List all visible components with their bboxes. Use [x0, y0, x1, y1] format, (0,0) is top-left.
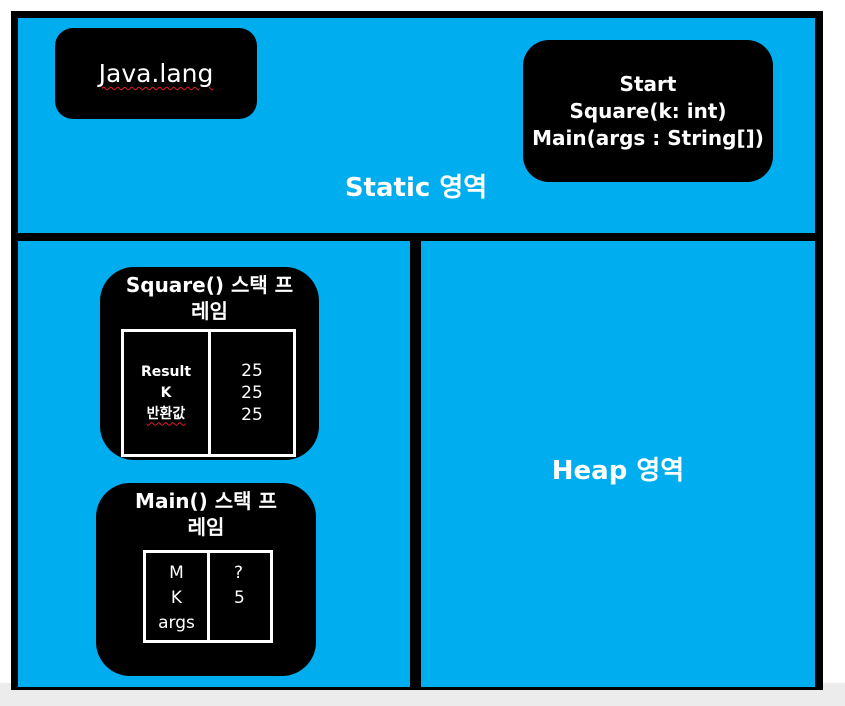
var-result: Result [140, 363, 192, 380]
java-lang-box: Java.lang [55, 28, 257, 119]
main-frame-title-line2: 레임 [187, 515, 225, 539]
method-square: Square(k: int) [569, 98, 727, 123]
main-var-values: ? 5 [210, 553, 270, 640]
square-frame-title: Square() 스택 프 레임 [100, 272, 319, 324]
java-lang-label: Java.lang [98, 59, 214, 88]
square-stack-frame: Square() 스택 프 레임 Result K 반환값 25 25 25 [100, 267, 319, 460]
heap-area-label: Heap 영역 [551, 456, 685, 486]
static-methods-box: Start Square(k: int) Main(args : String[… [523, 40, 773, 182]
square-frame-title-line1: Square() 스택 프 [125, 273, 294, 297]
method-start: Start [619, 71, 677, 96]
main-var-names: M K args [146, 553, 210, 640]
square-frame-title-line2: 레임 [191, 299, 228, 323]
value-k: 25 [241, 383, 263, 403]
method-main: Main(args : String[]) [532, 125, 764, 150]
main-frame-title: Main() 스택 프 레임 [96, 488, 316, 540]
heap-region [421, 241, 815, 687]
main-stack-frame: Main() 스택 프 레임 M K args ? 5 [96, 483, 316, 676]
value-m: ? [234, 563, 244, 583]
square-variable-table: Result K 반환값 25 25 25 [121, 329, 296, 457]
static-area-label: Static 영역 [344, 173, 488, 203]
value-return: 25 [241, 405, 263, 425]
var-k: K [170, 588, 183, 608]
square-var-names: Result K 반환값 [124, 332, 211, 454]
var-k: K [160, 384, 172, 401]
var-m: M [169, 563, 184, 583]
var-return-value: 반환값 [146, 405, 186, 422]
value-result: 25 [241, 361, 263, 381]
var-args: args [158, 613, 195, 633]
value-k: 5 [234, 588, 245, 608]
main-frame-title-line1: Main() 스택 프 [135, 489, 277, 513]
main-variable-table: M K args ? 5 [143, 550, 273, 643]
square-var-values: 25 25 25 [211, 332, 293, 454]
